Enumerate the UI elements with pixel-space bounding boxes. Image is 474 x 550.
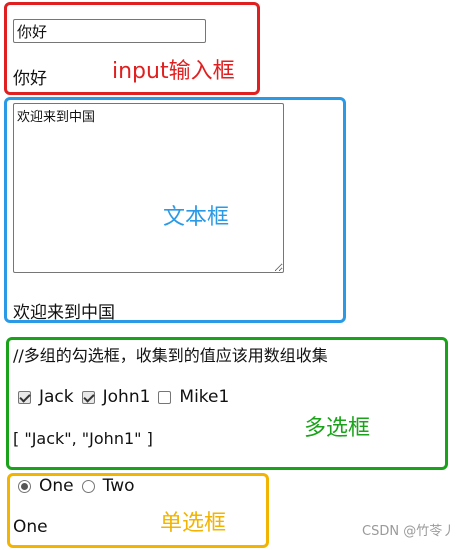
radio-section-frame	[7, 473, 269, 548]
radio-one[interactable]	[18, 479, 31, 493]
checkbox-output-text: [ "Jack", "John1" ]	[13, 429, 153, 448]
checkbox-comment: //多组的勾选框，收集到的值应该用数组收集	[13, 346, 328, 365]
csdn-watermark: CSDN @竹苓丿	[362, 524, 456, 539]
checkbox-label-mike1: Mike1	[179, 387, 230, 407]
input-section-label: input输入框	[112, 59, 235, 84]
checkbox-section-label: 多选框	[304, 416, 371, 441]
radio-label-one: One	[39, 476, 74, 496]
checkbox-section-frame	[6, 337, 448, 470]
checkbox-label-john1: John1	[102, 387, 151, 407]
radio-group: One Two	[18, 476, 143, 496]
checkbox-group: Jack John1 Mike1	[18, 387, 237, 407]
radio-label-two: Two	[102, 476, 135, 496]
checkbox-mike1[interactable]	[158, 390, 172, 404]
radio-output-text: One	[13, 517, 48, 537]
textarea-section-label: 文本框	[163, 205, 230, 230]
textarea-field[interactable]: 欢迎来到中国	[13, 103, 284, 273]
checkbox-label-jack: Jack	[39, 387, 74, 407]
text-input[interactable]	[13, 19, 206, 43]
input-output-text: 你好	[13, 69, 47, 89]
checkbox-jack[interactable]	[18, 390, 31, 404]
input-section-frame	[4, 2, 260, 95]
textarea-section-frame	[4, 97, 346, 323]
radio-section-label: 单选框	[160, 511, 227, 536]
radio-two[interactable]	[81, 479, 95, 493]
textarea-output-text: 欢迎来到中国	[13, 303, 115, 323]
checkbox-john1[interactable]	[81, 390, 95, 404]
